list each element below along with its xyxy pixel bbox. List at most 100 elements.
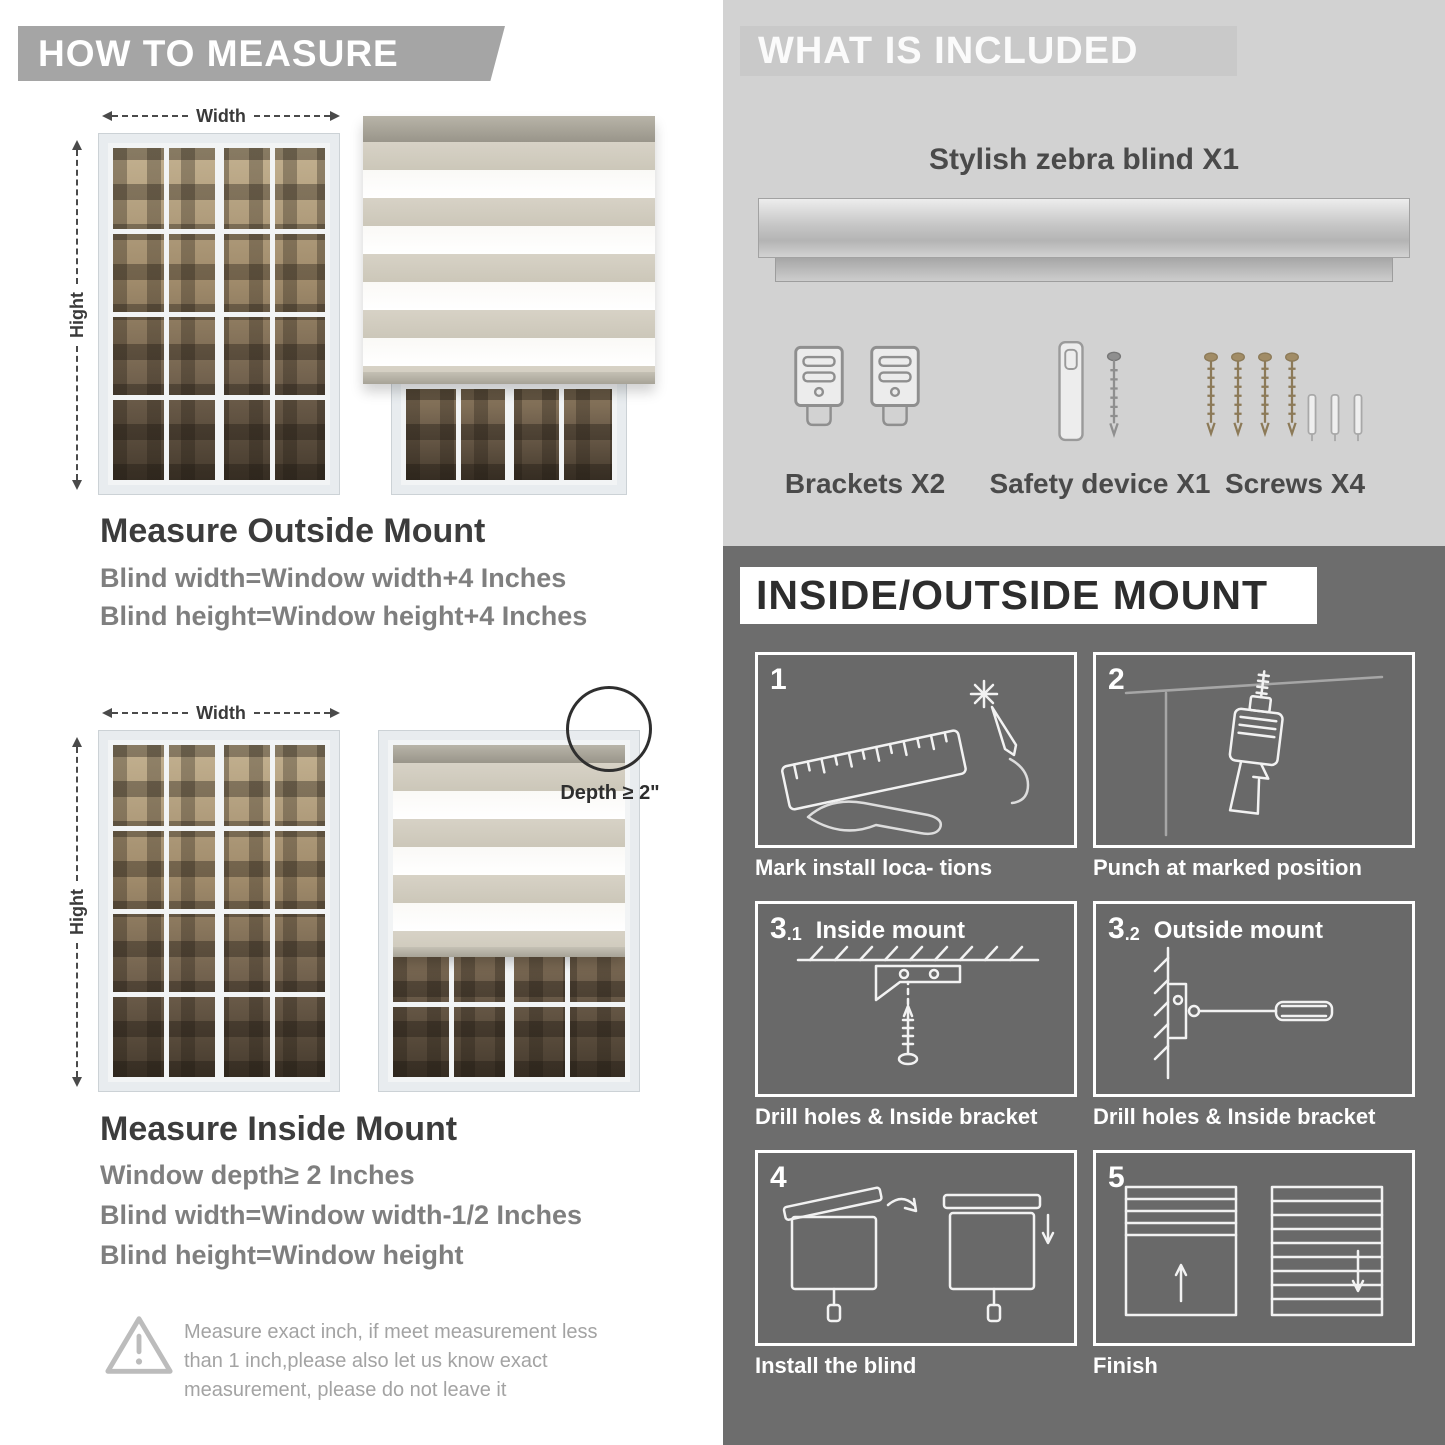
step-1: 1 Mark install loca- tions xyxy=(755,652,1085,881)
step-number: 2 xyxy=(1108,663,1125,696)
what-is-included-title: WHAT IS INCLUDED xyxy=(758,29,1139,72)
height-label: Hight xyxy=(66,889,87,935)
step-3-1: 3 .1 Inside mount Drill ho xyxy=(755,901,1085,1130)
step-subnumber: .1 xyxy=(786,924,802,944)
window-muntin xyxy=(113,826,325,831)
inside-mount-line-3: Blind height=Window height xyxy=(100,1240,464,1270)
bracket-icon xyxy=(794,345,844,427)
window-muntin xyxy=(406,383,612,389)
safety-device-icon-group xyxy=(1048,336,1124,448)
window-muntin xyxy=(113,395,325,400)
step-inline-label: Inside mount xyxy=(815,917,966,944)
step-number: 3 xyxy=(770,912,787,945)
inside-mount-line-2: Blind width=Window width-1/2 Inches xyxy=(100,1200,583,1230)
anchors-icon-group xyxy=(1304,390,1366,446)
wall-anchor-icon xyxy=(1307,394,1317,442)
step-subnumber: .2 xyxy=(1124,924,1140,944)
mount-title: INSIDE/OUTSIDE MOUNT xyxy=(756,572,1269,618)
step-3-1-caption: Drill holes & Inside bracket xyxy=(755,1104,1038,1129)
step-4-caption: Install the blind xyxy=(755,1353,917,1378)
screw-icon xyxy=(1106,351,1122,438)
measure-note: Measure exact inch, if meet measurement … xyxy=(184,1321,598,1401)
screws-label: Screws X4 xyxy=(1224,468,1366,499)
measure-mark-illustration xyxy=(781,679,1030,836)
step-number: 1 xyxy=(770,663,787,696)
window-muntin xyxy=(113,312,325,317)
height-label: Hight xyxy=(66,292,87,338)
width-arrow-outside: Width xyxy=(102,105,341,126)
step-1-caption: Mark install loca- tions xyxy=(755,855,993,880)
zebra-blind-subtitle: Stylish zebra blind X1 xyxy=(928,143,1240,176)
step-5-caption: Finish xyxy=(1093,1353,1158,1378)
inside-bracket-illustration xyxy=(796,945,1040,1066)
blind-headrail xyxy=(363,116,655,142)
step-3-2: 3 .2 Outside mount Drill holes & Inside … xyxy=(1093,901,1423,1130)
screw-icon xyxy=(1204,352,1218,438)
step-number: 4 xyxy=(770,1161,787,1194)
arrow-right-icon xyxy=(330,111,341,121)
outside-bracket-illustration xyxy=(1153,946,1334,1080)
screw-icon xyxy=(1258,352,1272,438)
step-3-2-box: 3 .2 Outside mount xyxy=(1093,901,1415,1097)
what-is-included-panel: WHAT IS INCLUDED Stylish zebra blind X1 xyxy=(723,0,1445,546)
screw-icon xyxy=(1285,352,1299,438)
step-3-1-box: 3 .1 Inside mount xyxy=(755,901,1077,1097)
screw-icon xyxy=(1231,352,1245,438)
safety-device-label: Safety device X1 xyxy=(989,468,1211,499)
depth-callout-circle xyxy=(566,686,652,772)
arrow-down-icon xyxy=(72,1077,82,1088)
step-number: 3 xyxy=(1108,912,1125,945)
inside-mount-heading: Measure Inside Mount xyxy=(100,1110,458,1148)
step-5-box: 5 xyxy=(1093,1150,1415,1346)
blind-bottomrail xyxy=(393,947,625,958)
what-is-included-banner: WHAT IS INCLUDED xyxy=(740,26,1237,76)
blind-illustration-outside xyxy=(363,116,655,495)
how-to-measure-panel: HOW TO MEASURE Width Hight xyxy=(0,0,700,1445)
width-label: Width xyxy=(196,105,246,126)
window-muntin xyxy=(393,1001,625,1007)
outside-mount-line-1: Blind width=Window width+4 Inches xyxy=(100,563,567,593)
wall-anchor-icon xyxy=(1330,394,1340,442)
step-2-box: 2 xyxy=(1093,652,1415,848)
width-arrow-inside: Width xyxy=(102,702,341,723)
inside-mount-line-1: Window depth≥ 2 Inches xyxy=(100,1160,415,1190)
step-2-caption: Punch at marked position xyxy=(1093,855,1362,880)
drill-illustration xyxy=(1124,670,1384,837)
window-illustration-outside xyxy=(98,133,340,495)
step-inline-label: Outside mount xyxy=(1153,917,1324,944)
step-4-box: 4 xyxy=(755,1150,1077,1346)
arrow-right-icon xyxy=(330,708,341,718)
how-to-measure-title: HOW TO MEASURE xyxy=(38,32,399,74)
arrow-left-icon xyxy=(102,111,112,121)
zebra-blind-inside xyxy=(393,745,625,958)
safety-device-icon xyxy=(1058,340,1084,442)
mount-instructions-panel: INSIDE/OUTSIDE MOUNT 1 xyxy=(723,546,1445,1445)
step-number: 5 xyxy=(1108,1161,1125,1194)
window-glass xyxy=(108,740,330,1082)
depth-label: Depth ≥ 2" xyxy=(560,782,660,804)
width-label: Width xyxy=(196,702,246,723)
arrow-down-icon xyxy=(72,480,82,491)
install-blind-illustration xyxy=(782,1186,1055,1323)
step-4: 4 Install the blind xyxy=(755,1150,1085,1379)
height-arrow-inside: Hight xyxy=(66,737,88,1088)
brackets-icon-group xyxy=(788,340,926,440)
window-muntin xyxy=(113,992,325,997)
blind-stripes xyxy=(393,763,625,948)
warning-triangle-icon xyxy=(105,1316,173,1374)
step-2: 2 Punch at xyxy=(1093,652,1423,881)
arrow-up-icon xyxy=(72,737,82,747)
mount-banner: INSIDE/OUTSIDE MOUNT xyxy=(740,567,1317,624)
blind-illustration-inside xyxy=(378,730,640,1092)
blind-bottomrail xyxy=(363,372,655,384)
blind-headrail-lip xyxy=(775,258,1393,282)
height-arrow-outside: Hight xyxy=(66,140,88,491)
window-glass xyxy=(388,740,630,1082)
blind-stripes xyxy=(363,142,655,372)
window-muntin xyxy=(113,909,325,914)
arrow-up-icon xyxy=(72,140,82,150)
outside-mount-heading: Measure Outside Mount xyxy=(100,512,486,550)
step-1-box: 1 xyxy=(755,652,1077,848)
brackets-label: Brackets X2 xyxy=(784,468,946,499)
step-5: 5 Finish xyxy=(1093,1150,1423,1379)
